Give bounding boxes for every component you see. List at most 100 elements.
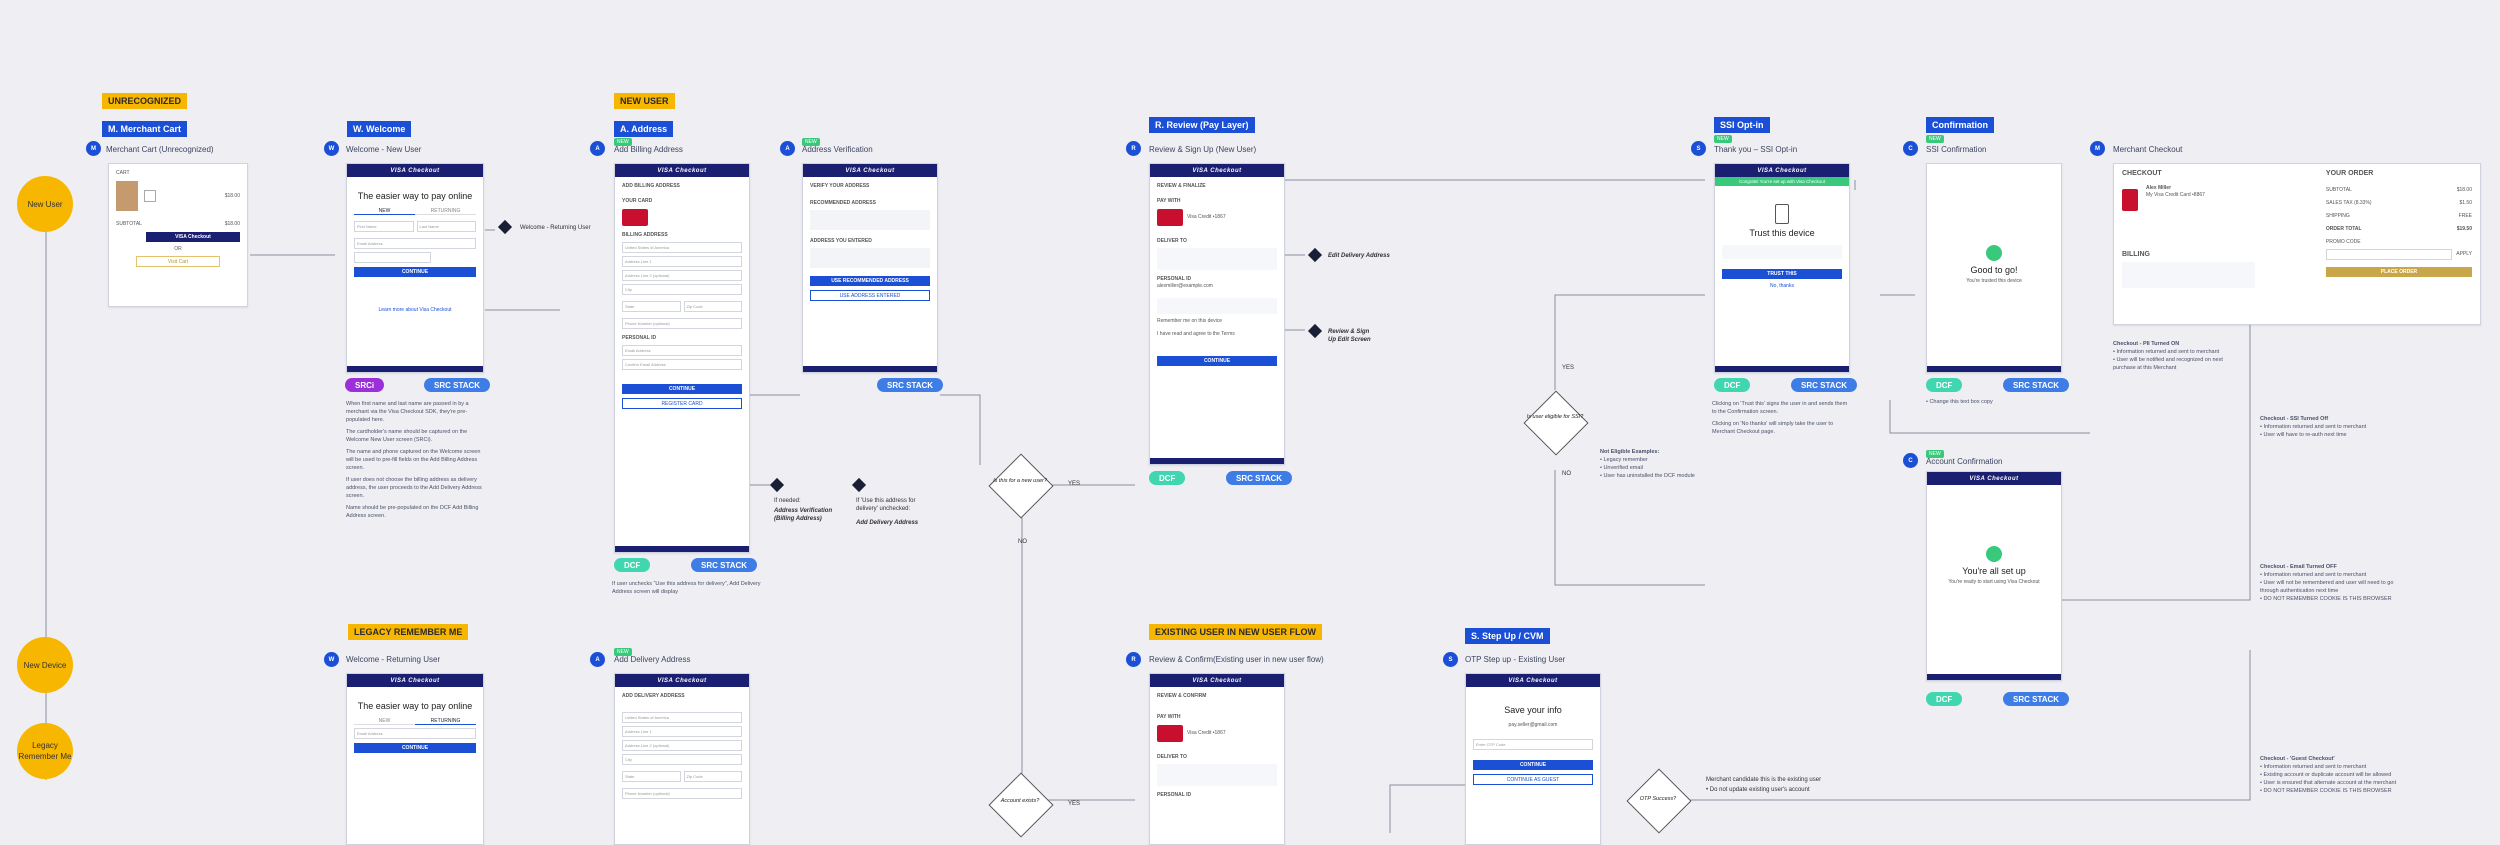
order-total-label: ORDER TOTAL (2325, 226, 2362, 232)
card-image (2122, 189, 2138, 211)
review-screen: VISA Checkout REVIEW & FINALIZE PAY WITH… (1149, 163, 1285, 465)
delivery-address-block[interactable] (1157, 248, 1277, 270)
recommended-heading: RECOMMENDED ADDRESS (810, 200, 876, 206)
screen-footer (1150, 458, 1284, 464)
remember-me-checkbox[interactable]: Remember me on this device (1157, 318, 1223, 324)
welcome-screen: VISA Checkout The easier way to pay onli… (346, 163, 484, 373)
ssi-notes: Clicking on 'Trust this' signs the user … (1712, 400, 1852, 436)
learn-more-link[interactable]: Learn more about Visa Checkout (378, 307, 452, 313)
decision-label: Is user eligible for SSI? (1526, 414, 1584, 420)
continue-button[interactable]: CONTINUE (1473, 760, 1593, 770)
tag-address: A. Address (614, 121, 674, 137)
visa-checkout-logo: VISA Checkout (1927, 472, 2061, 485)
checkout-note-1: Checkout - PII Turned ON • Information r… (2113, 340, 2243, 372)
state-field[interactable]: State (622, 301, 681, 312)
start-node-new-device: New Device (17, 637, 73, 693)
continue-button[interactable]: CONTINUE (1157, 356, 1277, 366)
tab-new[interactable]: NEW (354, 718, 415, 725)
or-divider: OR (174, 246, 182, 252)
personal-id-heading: PERSONAL ID (622, 335, 657, 341)
city-field[interactable]: City (622, 754, 742, 765)
continue-button[interactable]: CONTINUE (354, 743, 476, 753)
tab-new[interactable]: NEW (354, 208, 415, 215)
visit-cart-button[interactable]: Visit Cart (136, 256, 220, 267)
welcome-headline: The easier way to pay online (357, 191, 473, 201)
dcf-pill: DCF (1149, 471, 1186, 485)
tag-welcome: W. Welcome (347, 121, 412, 137)
src-stack-pill: SRC STACK (424, 378, 491, 392)
zip-field[interactable]: Zip Code (683, 771, 742, 782)
no-thanks-link[interactable]: No, thanks (1770, 283, 1794, 289)
use-entered-button[interactable]: USE ADDRESS ENTERED (810, 290, 930, 301)
promo-code-field[interactable] (2325, 249, 2453, 260)
otp-field[interactable]: Enter OTP Code (1473, 739, 1593, 750)
last-name-field[interactable]: Last Name (416, 221, 476, 232)
delivery-address-block[interactable] (1157, 764, 1277, 786)
tab-returning[interactable]: RETURNING (415, 208, 476, 215)
step-number-badge: M (2090, 141, 2105, 156)
entered-address-block[interactable] (810, 248, 930, 268)
card-description: My Visa Credit Card •8867 (2146, 192, 2205, 198)
device-icon (1775, 204, 1789, 224)
address-line-1-field[interactable]: Address Line 1 (622, 726, 742, 737)
country-select[interactable]: United States of America (622, 242, 742, 253)
screen-footer (1715, 366, 1849, 372)
ssi-description (1722, 245, 1842, 259)
screen-title: Review & Sign Up (New User) (1149, 145, 1257, 154)
edit-delivery-label: Edit Delivery Address (1328, 253, 1390, 259)
screen-title: OTP Step up - Existing User (1465, 655, 1566, 664)
note-line: • User is ensured that alternate account… (2260, 780, 2397, 786)
screen-title: Merchant Checkout (2113, 145, 2183, 154)
src-stack-pill: SRC STACK (1226, 471, 1293, 485)
start-node-label: Legacy Remember Me (18, 741, 72, 761)
card-field[interactable] (354, 252, 432, 263)
continue-as-guest-button[interactable]: CONTINUE AS GUEST (1473, 774, 1593, 785)
address-line-2-field[interactable]: Address Line 2 (optional) (622, 740, 742, 751)
subtotal-label: SUBTOTAL (2325, 187, 2352, 193)
phone-field[interactable]: Phone Number (optional) (622, 788, 742, 799)
phone-field[interactable]: Phone Number (optional) (622, 318, 742, 329)
merchant-cart-screen: CART $18.00 SUBTOTAL $18.00 VISA Checkou… (108, 163, 248, 307)
cart-label: CART (116, 170, 130, 176)
srci-pill: SRCi (345, 378, 385, 392)
city-field[interactable]: City (622, 284, 742, 295)
continue-button[interactable]: CONTINUE (622, 384, 742, 394)
tab-returning[interactable]: RETURNING (415, 718, 476, 725)
use-recommended-button[interactable]: USE RECOMMENDED ADDRESS (810, 276, 930, 286)
first-name-field[interactable]: First Name (354, 221, 414, 232)
start-node-legacy: Legacy Remember Me (17, 723, 73, 779)
step-number-badge: A (780, 141, 795, 156)
address-line-2-field[interactable]: Address Line 2 (optional) (622, 270, 742, 281)
terms-checkbox[interactable]: I have read and agree to the Terms (1157, 331, 1235, 337)
email-field[interactable]: Email Address (354, 728, 476, 739)
address-screen: VISA Checkout ADD BILLING ADDRESS YOUR C… (614, 163, 750, 553)
visa-checkout-logo: VISA Checkout (1150, 674, 1284, 687)
visa-checkout-button[interactable]: VISA Checkout (146, 232, 240, 242)
start-node-new-user: New User (17, 176, 73, 232)
confirm-email-field[interactable]: Confirm Email Address (622, 359, 742, 370)
address-line-1-field[interactable]: Address Line 1 (622, 256, 742, 267)
step-number-badge: M (86, 141, 101, 156)
start-node-label: New User (27, 199, 63, 209)
visa-checkout-logo: VISA Checkout (1715, 164, 1849, 177)
apply-button[interactable]: APPLY (2456, 251, 2472, 257)
new-pill: NEW (1926, 135, 1944, 143)
email-field[interactable]: Email Address (354, 238, 476, 249)
country-select[interactable]: United States of America (622, 712, 742, 723)
continue-button[interactable]: CONTINUE (354, 267, 476, 277)
screen-title: Welcome - New User (346, 145, 422, 154)
zip-field[interactable]: Zip Code (683, 301, 742, 312)
quantity-stepper[interactable] (144, 190, 156, 202)
place-order-button[interactable]: PLACE ORDER (2325, 267, 2472, 277)
step-number-badge: S (1691, 141, 1706, 156)
visa-checkout-logo: VISA Checkout (803, 164, 937, 177)
register-card-button[interactable]: REGISTER CARD (622, 398, 742, 409)
screen-title: Review & Confirm(Existing user in new us… (1149, 655, 1324, 664)
start-node-label: New Device (23, 660, 67, 670)
email-field[interactable]: Email Address (622, 345, 742, 356)
state-field[interactable]: State (622, 771, 681, 782)
trust-this-button[interactable]: TRUST THIS (1722, 269, 1842, 279)
note-line: Clicking on 'Trust this' signs the user … (1712, 401, 1848, 415)
recommended-address-block[interactable] (810, 210, 930, 230)
note-title: Checkout - Email Turned OFF (2260, 564, 2337, 570)
